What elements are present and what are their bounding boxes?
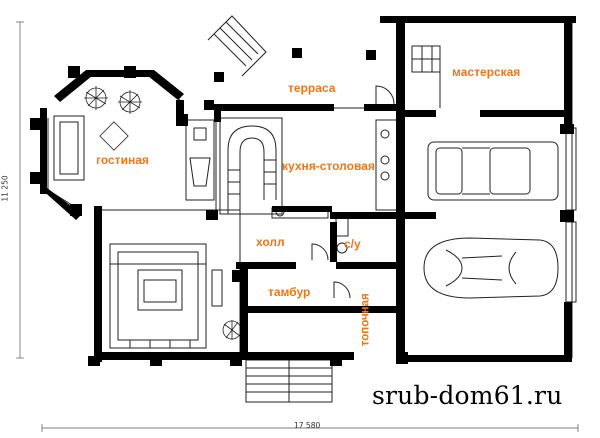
plants <box>84 86 242 340</box>
dimension-width: 17 580 <box>294 421 321 430</box>
room-label-wc: с/у <box>344 237 361 251</box>
site-watermark: srub-dom61.ru <box>372 381 563 410</box>
dimension-lines <box>16 21 579 432</box>
room-label-vestibule: тамбур <box>268 285 311 299</box>
room-label-boiler-room: топочная <box>359 293 372 347</box>
room-label-living-room: гостиная <box>96 153 149 167</box>
room-label-kitchen-dining: кухня-столовая <box>282 159 375 173</box>
walls <box>30 16 576 366</box>
room-label-terrace: терраса <box>288 81 336 95</box>
room-label-workshop: мастерская <box>452 65 521 79</box>
dimension-depth: 11 250 <box>0 175 10 202</box>
room-label-hall: холл <box>256 235 285 249</box>
